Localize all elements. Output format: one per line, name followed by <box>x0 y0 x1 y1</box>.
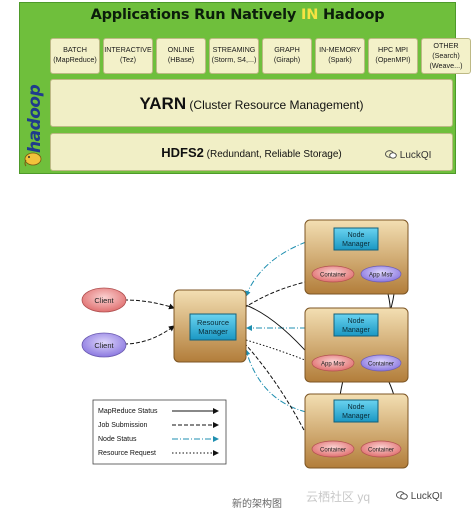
legend-label-job-submission: Job Submission <box>98 422 148 429</box>
client-node-2: Client <box>81 332 127 358</box>
watermark-bottom: LuckQI <box>396 491 442 502</box>
container-node <box>360 440 402 458</box>
application-row: BATCH(MapReduce) INTERACTIVE(Tez) ONLINE… <box>50 38 471 74</box>
container-node <box>311 440 355 458</box>
app-box-hpc-mpi: HPC MPI(OpenMPI) <box>368 38 418 74</box>
app-master-node <box>311 354 355 372</box>
svg-text:Manager: Manager <box>342 241 370 248</box>
svg-text:Container: Container <box>368 448 394 454</box>
hadoop-stack-diagram: Applications Run Natively IN Hadoop hado… <box>19 2 471 174</box>
legend-label-resource-request: Resource Request <box>98 450 156 457</box>
title-in-highlight: IN <box>301 7 319 23</box>
hadoop-logo: hadoop <box>20 33 46 173</box>
app-box-in-memory: IN-MEMORY(Spark) <box>315 38 365 74</box>
app-box-batch: BATCH(MapReduce) <box>50 38 100 74</box>
hadoop-logo-text: hadoop <box>25 84 45 153</box>
app-box-online: ONLINE(HBase) <box>156 38 206 74</box>
svg-text:Node: Node <box>348 318 365 325</box>
stack-title: Applications Run Natively IN Hadoop <box>90 7 385 23</box>
node-manager-3: Node Manager Container Container <box>304 393 409 469</box>
elephant-icon <box>24 152 42 167</box>
yarn-architecture-diagram: Client Client Resource Manager Node Mana… <box>81 219 409 469</box>
node-manager-1: Node Manager Container App Mstr <box>304 219 409 295</box>
app-box-streaming: STREAMING(Storm, S4,...) <box>209 38 259 74</box>
client-node-1: Client <box>81 287 127 313</box>
svg-text:Container: Container <box>320 448 346 454</box>
container-node <box>360 354 402 372</box>
svg-text:App Mstr: App Mstr <box>321 362 345 368</box>
yarn-layer: YARN (Cluster Resource Management) <box>50 79 453 127</box>
svg-text:Container: Container <box>320 273 346 279</box>
svg-text:Container: Container <box>368 362 394 368</box>
wechat-icon <box>385 150 397 159</box>
svg-text:Manager: Manager <box>342 327 370 334</box>
app-master-node <box>360 265 402 283</box>
wechat-icon <box>396 491 408 500</box>
svg-text:Manager: Manager <box>342 413 370 420</box>
svg-text:App Mstr: App Mstr <box>369 273 393 279</box>
svg-text:Node: Node <box>348 232 365 239</box>
resource-manager-node: Resource Manager <box>173 289 247 363</box>
watermark-bottom-cn: 云栖社区 yq <box>306 490 371 504</box>
legend-label-node-status: Node Status <box>98 436 137 443</box>
legend: MapReduce Status Job Submission Node Sta… <box>92 399 227 465</box>
app-box-interactive: INTERACTIVE(Tez) <box>103 38 153 74</box>
figure-caption: 新的架构图 <box>232 499 282 510</box>
watermark-top: LuckQI <box>385 150 431 161</box>
app-box-other: OTHER(Search)(Weave...) <box>421 38 471 74</box>
legend-label-mapreduce-status: MapReduce Status <box>98 408 158 415</box>
svg-text:Manager: Manager <box>198 327 228 336</box>
client-label: Client <box>94 296 114 305</box>
app-box-graph: GRAPH(Giraph) <box>262 38 312 74</box>
node-manager-2: Node Manager App Mstr Container <box>304 307 409 383</box>
client-label: Client <box>94 341 114 350</box>
container-node <box>311 265 355 283</box>
svg-text:Resource: Resource <box>197 318 229 327</box>
svg-text:Node: Node <box>348 404 365 411</box>
